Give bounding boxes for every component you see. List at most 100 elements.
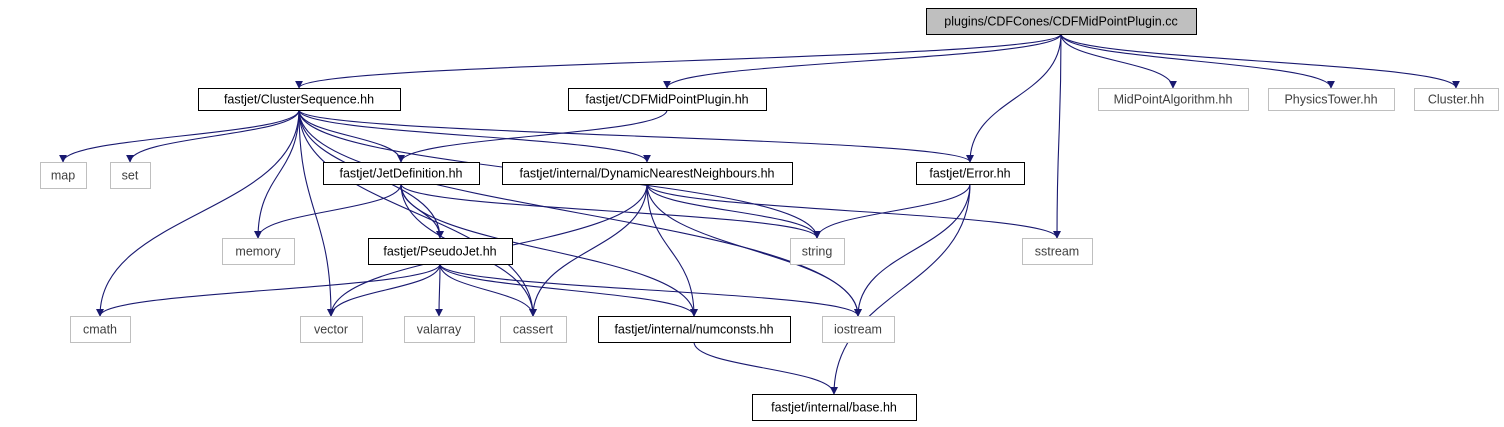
- node-cassert: cassert: [500, 316, 567, 343]
- node-fastjet-internal-numconsts-hh[interactable]: fastjet/internal/numconsts.hh: [598, 316, 791, 343]
- edge-jd-to-memory: [254, 183, 402, 239]
- node-memory: memory: [222, 238, 295, 265]
- node-label: fastjet/JetDefinition.hh: [340, 167, 463, 181]
- edge-root-to-pt: [1060, 33, 1335, 89]
- edge-cs-to-set: [126, 109, 300, 163]
- node-label: map: [51, 169, 75, 183]
- node-label: plugins/CDFCones/CDFMidPointPlugin.cc: [944, 15, 1177, 29]
- node-label: cassert: [513, 323, 554, 337]
- file-nodes: plugins/CDFCones/CDFMidPointPlugin.cc fas…: [40, 8, 1499, 421]
- node-box: [300, 316, 363, 343]
- node-box: [404, 316, 475, 343]
- node-label: fastjet/Error.hh: [929, 167, 1010, 181]
- node-label: sstream: [1035, 245, 1079, 259]
- node-label: fastjet/internal/DynamicNearestNeighbour…: [520, 167, 775, 181]
- edge-jd-to-numc: [400, 183, 698, 317]
- node-string: string: [790, 238, 845, 265]
- node-box: [568, 88, 767, 111]
- node-label: cmath: [83, 323, 117, 337]
- node-label: valarray: [417, 323, 462, 337]
- node-iostream: iostream: [822, 316, 895, 343]
- edge-dnn-to-numc: [646, 183, 698, 317]
- node-box: [222, 238, 295, 265]
- edge-dnn-to-cassert: [529, 183, 648, 317]
- node-fastjet-cdfmidpointplugin-hh[interactable]: fastjet/CDFMidPointPlugin.hh: [568, 88, 767, 111]
- node-label: string: [802, 245, 833, 259]
- node-fastjet-internal-dynamicnearestneighbours-hh[interactable]: fastjet/internal/DynamicNearestNeighbour…: [502, 162, 793, 185]
- edge-dnn-to-iostream: [646, 183, 862, 317]
- node-set: set: [110, 162, 151, 189]
- node-box: [916, 162, 1025, 185]
- node-box: [70, 316, 131, 343]
- node-label: fastjet/ClusterSequence.hh: [224, 93, 374, 107]
- node-fastjet-internal-base-hh[interactable]: fastjet/internal/base.hh: [752, 394, 917, 421]
- node-label: fastjet/PseudoJet.hh: [383, 245, 496, 259]
- node-map: map: [40, 162, 87, 189]
- edge-pj-to-iostream: [439, 263, 862, 317]
- edge-cs-to-map: [59, 109, 300, 163]
- node-box: [598, 316, 791, 343]
- edge-err-to-iostream: [854, 183, 971, 317]
- node-label: memory: [235, 245, 281, 259]
- edge-root-to-sstream: [1053, 33, 1062, 239]
- node-box: [502, 162, 793, 185]
- edge-dnn-to-string: [646, 183, 821, 239]
- node-label: vector: [314, 323, 348, 337]
- node-plugins-cdfcones-cdfmidpointplugin-cc[interactable]: plugins/CDFCones/CDFMidPointPlugin.cc: [926, 8, 1197, 35]
- edge-cs-to-cmath: [96, 109, 300, 317]
- node-box: [110, 162, 151, 189]
- edge-cs-to-jd: [298, 109, 405, 163]
- edge-cs-to-memory: [254, 109, 300, 239]
- node-cmath: cmath: [70, 316, 131, 343]
- edge-numc-to-base: [693, 341, 838, 395]
- node-box: [368, 238, 513, 265]
- edge-cs-to-cassert: [298, 109, 537, 317]
- edge-root-to-cdfmp: [663, 33, 1062, 89]
- node-valarray: valarray: [404, 316, 475, 343]
- node-physicstower-hh: PhysicsTower.hh: [1268, 88, 1395, 111]
- edge-err-to-string: [813, 183, 971, 239]
- edge-cs-to-err: [298, 109, 974, 163]
- node-sstream: sstream: [1022, 238, 1093, 265]
- edge-dnn-to-sstream: [646, 183, 1061, 239]
- node-box: [1098, 88, 1249, 111]
- node-label: MidPointAlgorithm.hh: [1114, 93, 1233, 107]
- node-box: [926, 8, 1197, 35]
- node-box: [790, 238, 845, 265]
- node-label: iostream: [834, 323, 882, 337]
- node-box: [500, 316, 567, 343]
- node-fastjet-error-hh[interactable]: fastjet/Error.hh: [916, 162, 1025, 185]
- node-vector: vector: [300, 316, 363, 343]
- edge-cs-to-dnn: [298, 109, 651, 163]
- node-box: [1022, 238, 1093, 265]
- edge-err-to-base: [830, 183, 971, 395]
- node-box: [198, 88, 401, 111]
- node-fastjet-clustersequence-hh[interactable]: fastjet/ClusterSequence.hh: [198, 88, 401, 111]
- node-box: [822, 316, 895, 343]
- edge-pj-to-numc: [439, 263, 698, 317]
- node-box: [752, 394, 917, 421]
- node-box: [1414, 88, 1499, 111]
- node-label: fastjet/internal/numconsts.hh: [614, 323, 773, 337]
- edge-cdfmp-to-jd: [397, 109, 668, 163]
- edge-root-to-mpa: [1060, 33, 1177, 89]
- node-fastjet-pseudojet-hh[interactable]: fastjet/PseudoJet.hh: [368, 238, 513, 265]
- node-label: Cluster.hh: [1428, 93, 1484, 107]
- edge-jd-to-string: [400, 183, 821, 239]
- node-midpointalgorithm-hh: MidPointAlgorithm.hh: [1098, 88, 1249, 111]
- node-label: PhysicsTower.hh: [1284, 93, 1377, 107]
- node-box: [40, 162, 87, 189]
- edge-root-to-err: [966, 33, 1062, 163]
- edge-root-to-cs: [295, 33, 1062, 89]
- edge-pj-to-cassert: [439, 263, 537, 317]
- node-fastjet-jetdefinition-hh[interactable]: fastjet/JetDefinition.hh: [323, 162, 480, 185]
- edge-pj-to-vector: [327, 263, 441, 317]
- node-box: [1268, 88, 1395, 111]
- node-label: fastjet/internal/base.hh: [771, 401, 897, 415]
- node-label: set: [122, 169, 139, 183]
- edge-pj-to-cmath: [96, 263, 441, 317]
- node-cluster-hh: Cluster.hh: [1414, 88, 1499, 111]
- node-box: [323, 162, 480, 185]
- edge-cs-to-vector: [298, 109, 335, 317]
